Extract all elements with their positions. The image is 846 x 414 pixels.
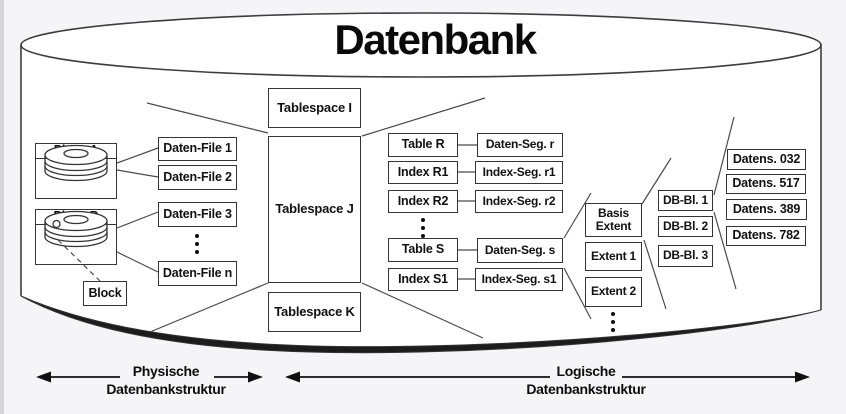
box-extent-1: Extent 1 [585, 242, 642, 271]
disk-icon [44, 144, 108, 182]
box-basis-extent: Basis Extent [585, 203, 642, 237]
box-tablespace-i: Tablespace I [268, 88, 361, 128]
cylinder-bottom-shadow [20, 295, 822, 354]
box-record-032: Datens. 032 [727, 149, 806, 170]
block-marker-icon [52, 219, 61, 229]
box-record-782: Datens. 782 [726, 226, 806, 246]
box-table-s: Table S [388, 238, 458, 262]
box-tablespace-k: Tablespace K [268, 292, 361, 332]
box-index-r2: Index R2 [388, 190, 458, 213]
box-db-block-2: DB-Bl. 2 [658, 216, 713, 237]
legend-physical-line2: Datenbankstruktur [106, 381, 226, 397]
diagram-title: Datenbank [334, 16, 537, 63]
box-daten-seg-s: Daten-Seg. s [477, 238, 563, 263]
box-record-517: Datens. 517 [726, 174, 806, 194]
box-index-s1: Index S1 [388, 268, 458, 291]
box-daten-file-3: Daten-File 3 [158, 202, 237, 227]
box-daten-file-n: Daten-File n [158, 261, 237, 286]
box-index-r1: Index R1 [388, 161, 458, 184]
box-record-389: Datens. 389 [726, 199, 807, 220]
box-tablespace-j: Tablespace J [268, 136, 361, 283]
box-index-seg-r1: Index-Seg. r1 [475, 161, 563, 184]
disk-platte-b: Platte B [35, 209, 117, 265]
disk-icon [44, 210, 108, 248]
legend-logical-line2: Datenbankstruktur [526, 381, 646, 397]
disk-platte-a: Platte A [35, 143, 117, 199]
box-extent-2: Extent 2 [585, 277, 642, 307]
box-index-seg-r2: Index-Seg. r2 [475, 190, 563, 213]
box-db-block-3: DB-Bl. 3 [658, 245, 713, 267]
box-table-r: Table R [388, 133, 458, 157]
box-index-seg-s1: Index-Seg. s1 [475, 268, 563, 291]
screenshot-edge-strip [0, 0, 4, 414]
box-daten-file-1: Daten-File 1 [158, 137, 237, 161]
box-daten-seg-r: Daten-Seg. r [477, 133, 563, 157]
legend-physical-line1: Physische [132, 363, 200, 379]
physical-structure-arrow [36, 371, 263, 383]
box-block: Block [83, 281, 127, 306]
legend-arrows [36, 371, 810, 383]
legend-logical-line1: Logische [556, 363, 616, 379]
logical-structure-arrow [285, 371, 810, 383]
box-daten-file-2: Daten-File 2 [158, 165, 237, 190]
box-db-block-1: DB-Bl. 1 [658, 190, 713, 211]
